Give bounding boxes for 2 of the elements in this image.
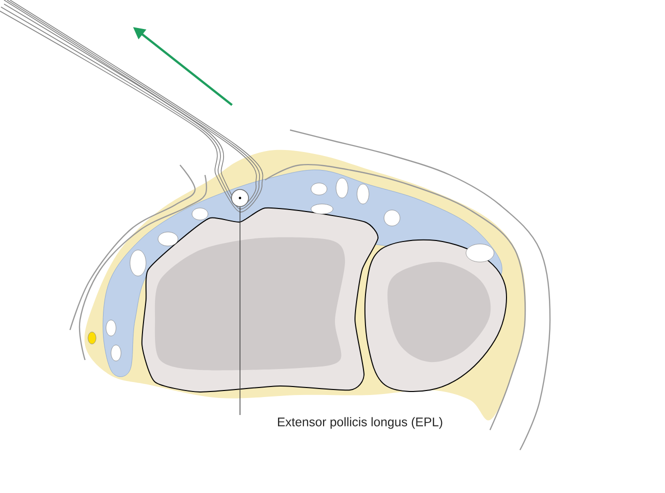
tendon-circle bbox=[231, 189, 249, 207]
structure-label: Extensor pollicis longus (EPL) bbox=[278, 417, 442, 429]
